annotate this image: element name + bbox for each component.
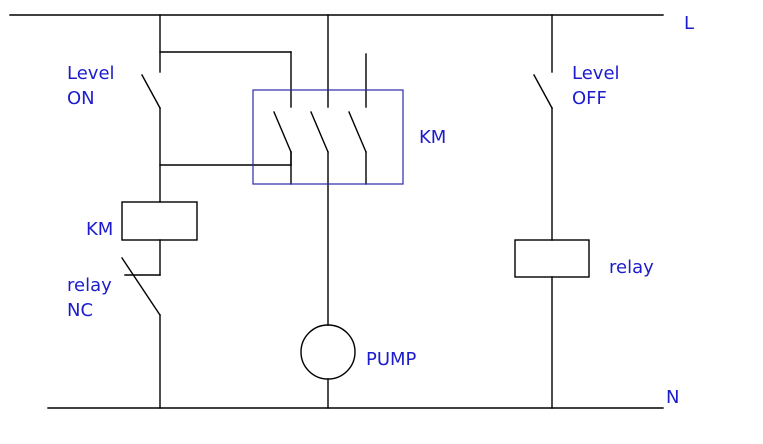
km-contact-2-blade [310, 111, 329, 153]
km-coil-label: KM [86, 219, 113, 240]
km-coil-body [121, 201, 198, 241]
level-on-switch-blade [141, 74, 161, 109]
level-off-label-line1: Level [572, 63, 620, 84]
relay-coil-body [514, 239, 590, 278]
relay-nc-contact-blade [121, 257, 161, 316]
level-on-label-line2: ON [67, 88, 95, 109]
km-contactor-label: KM [419, 127, 446, 148]
level-on-label-line1: Level [67, 63, 115, 84]
km-contactor-box [252, 89, 404, 185]
pump-label: PUMP [366, 349, 417, 370]
pump-motor-symbol [300, 324, 356, 380]
neutral-rail-label: N [666, 387, 679, 408]
km-contact-1-blade [273, 111, 292, 153]
relay-coil-label: relay [609, 257, 654, 278]
relay-nc-label-line1: relay [67, 275, 112, 296]
km-contact-3-blade [348, 111, 367, 153]
level-off-switch-blade [533, 74, 553, 109]
level-off-label-line2: OFF [572, 88, 607, 109]
relay-nc-label-line2: NC [67, 300, 93, 321]
live-rail-label: L [684, 13, 694, 34]
